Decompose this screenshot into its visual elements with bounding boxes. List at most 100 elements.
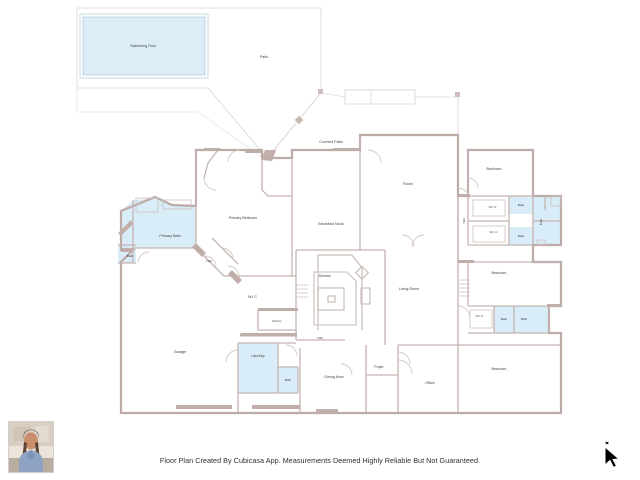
fill-bath-middle-1 [494, 306, 514, 333]
wall-garage-right [237, 342, 296, 413]
accent-top-bedroom-2 [245, 150, 263, 153]
kitchen-sink [327, 295, 336, 303]
pool-deck [79, 13, 209, 79]
door-foyer-right [397, 359, 413, 375]
label-bedroom-middle-right: Bedroom [492, 271, 507, 275]
accent-pantry [258, 308, 298, 311]
accent-diag-1 [118, 220, 133, 236]
closet-shelf-upper-1 [472, 199, 506, 217]
door-laundry-bath [285, 344, 298, 357]
wall-office [397, 344, 458, 413]
kitchen-appliance [360, 287, 371, 305]
accent-middle-right [547, 304, 561, 307]
house-perimeter [119, 133, 563, 415]
door-swings [137, 149, 479, 376]
fixtures [135, 195, 562, 329]
wall-bedroom-right [261, 158, 292, 197]
wall-accents [118, 148, 561, 413]
patio-diagonal-right [266, 92, 322, 159]
wall-upper-bath-detail [533, 196, 561, 222]
patio-post-1 [294, 115, 304, 125]
door-upper-hall [457, 187, 470, 200]
kitchen-island [317, 287, 345, 311]
fill-bath-laundry [278, 367, 298, 393]
accent-upper-hall [458, 194, 470, 197]
label-bath-upper-1: Bath [518, 203, 525, 207]
accent-laundry-top [241, 333, 297, 337]
label-bath-upper-vertical: Bath [539, 218, 543, 225]
accent-bottom-1 [252, 405, 300, 409]
door-middle-hall [457, 305, 471, 319]
patio-connector [320, 92, 346, 98]
closet-shelf-middle [469, 309, 493, 329]
upper-structure [344, 89, 416, 105]
label-pantry: Pantry [272, 319, 282, 323]
label-bedroom-upper-right: Bedroom [487, 167, 502, 171]
accent-1 [121, 248, 133, 252]
fill-bath-upper-1 [509, 196, 533, 214]
wet-area-fills [118, 196, 561, 393]
door-room-patio [367, 149, 382, 164]
door-room-1 [401, 234, 415, 248]
wall-middle-bedroom [458, 261, 561, 306]
room-labels: Primary Bedroom Primary Bath Bath Hall W… [127, 167, 543, 385]
wall-bath-secondary [118, 244, 136, 264]
accent-top-bedroom [204, 148, 220, 151]
fill-primary-bath [133, 198, 196, 248]
label-hall-right: Hall [462, 218, 466, 224]
floor-plan-caption: Floor Plan Created By Cubicasa App. Meas… [159, 456, 481, 465]
label-swimming-pool: Swimming Pool [130, 44, 156, 48]
label-dining-area: Dining Area [324, 375, 343, 379]
door-bedroom-curve [203, 177, 217, 191]
agent-photo-thumbnail[interactable] [8, 421, 54, 473]
accent-diag-3 [228, 270, 242, 284]
door-laundry [225, 349, 239, 363]
bath-fixture-upper [550, 195, 562, 207]
label-patio: Patio [260, 55, 268, 59]
wall-laundry-bath [238, 343, 299, 394]
label-laundry: Laundry [251, 354, 264, 358]
exterior-walls [119, 133, 563, 415]
accent-top-nook [333, 148, 361, 151]
label-garage: Garage [174, 350, 186, 354]
label-wic-upper-1: W.I.C. [489, 205, 498, 209]
door-foyer-left [340, 363, 353, 376]
wall-middle-baths [468, 305, 550, 334]
label-foyer: Foyer [374, 365, 384, 369]
tub-primary [135, 197, 159, 213]
kitchen-counter-inner [313, 271, 357, 326]
label-covered-patio: Covered Patio [319, 140, 342, 144]
fill-bath-middle-2 [514, 306, 549, 333]
label-kitchen: Kitchen [319, 274, 331, 278]
label-living-room: Living Room [399, 287, 420, 291]
agent-photo-graphic [9, 422, 53, 472]
accent-diag-2 [192, 243, 206, 257]
door-bedroom-patio [227, 149, 241, 163]
wall-bedroom-curve [203, 149, 219, 179]
label-wic-middle: W.I.C. [476, 314, 485, 318]
label-primary-bedroom: Primary Bedroom [229, 216, 258, 220]
accent-garage-bottom [176, 405, 232, 409]
label-bath-middle-1: Bath [501, 317, 508, 321]
vanity-primary [162, 199, 192, 210]
label-bedroom-lower-right: Bedroom [492, 367, 507, 371]
fill-laundry [238, 343, 278, 393]
door-office [397, 351, 411, 365]
label-bath-upper-2: Bath [518, 234, 525, 238]
kitchen-corner-feature [354, 265, 370, 280]
door-hall-2 [221, 247, 234, 260]
label-primary-bath: Primary Bath [159, 234, 180, 238]
stairs-kitchen [297, 284, 308, 298]
label-office: Office [425, 381, 435, 385]
fill-bath-upper-2 [509, 227, 533, 245]
door-hall-3 [227, 265, 240, 278]
label-hall-primary: Hall [206, 259, 212, 263]
label-bath-primary-secondary: Bath [127, 254, 134, 258]
wall-nook-right [296, 150, 361, 251]
label-bath-laundry: Bath [285, 378, 292, 382]
closet-shelf-upper-2 [472, 225, 506, 243]
swimming-pool [82, 16, 206, 76]
door-hall-1 [204, 255, 217, 268]
door-bath-secondary [137, 251, 150, 264]
